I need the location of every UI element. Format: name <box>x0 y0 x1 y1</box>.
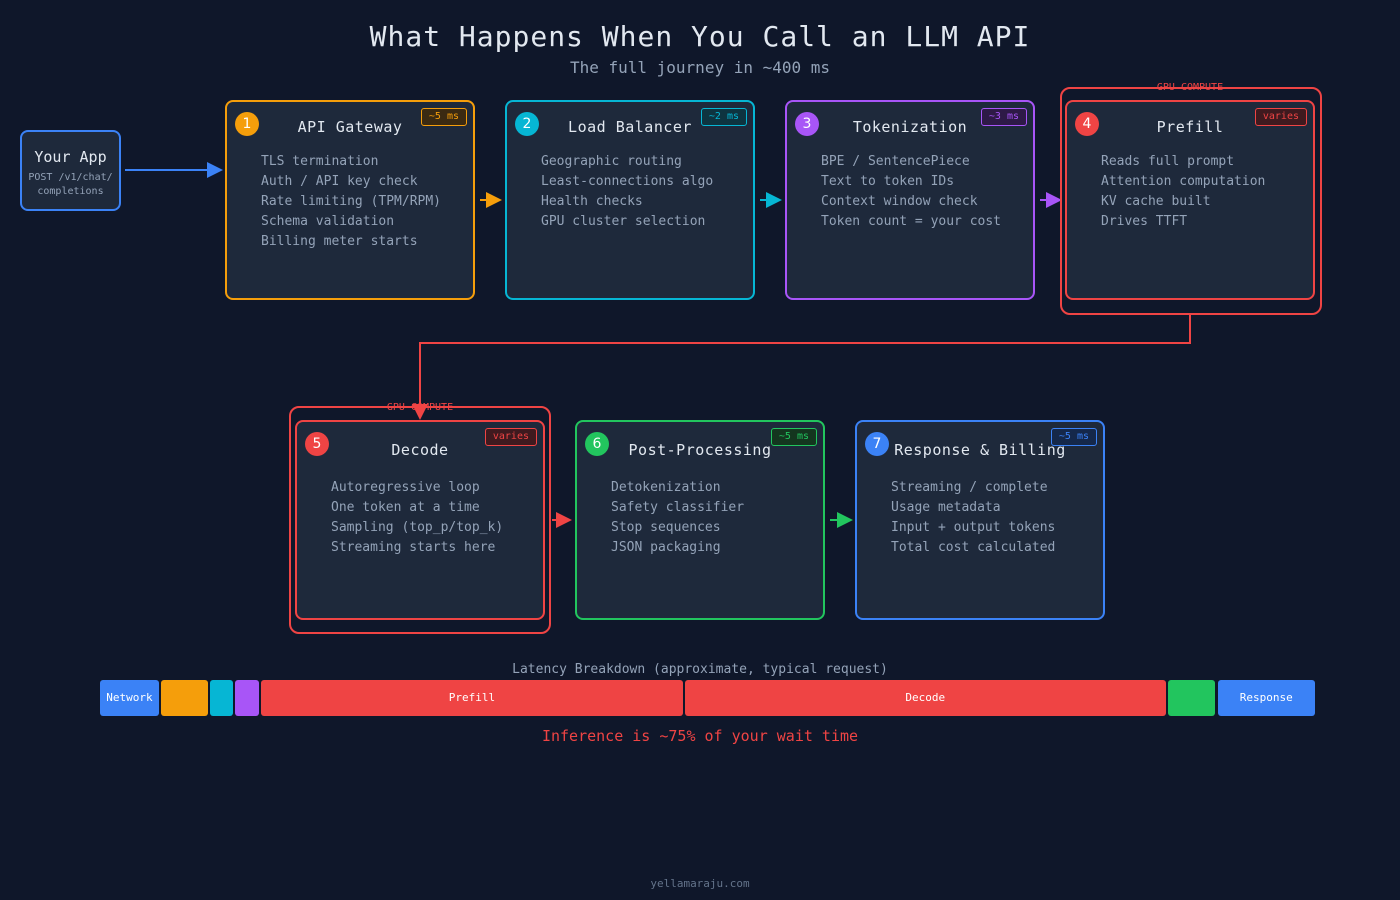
detail-line: Rate limiting (TPM/RPM) <box>261 194 442 209</box>
stage-card-response-billing: 7 Response & Billing ~5 ms Streaming / c… <box>855 420 1105 620</box>
stage-card-prefill: 4 Prefill varies Reads full prompt Atten… <box>1065 100 1315 300</box>
stage-details: Streaming / complete Usage metadata Inpu… <box>891 478 1055 558</box>
latency-segment <box>235 680 259 716</box>
stage-card-load-balancer: 2 Load Balancer ~2 ms Geographic routing… <box>505 100 755 300</box>
detail-line: Attention computation <box>1101 174 1266 189</box>
stage-number: 6 <box>585 432 609 456</box>
stage-details: BPE / SentencePiece Text to token IDs Co… <box>821 152 1001 232</box>
stage-number: 2 <box>515 112 539 136</box>
latency-badge: ~3 ms <box>980 108 1027 126</box>
detail-line: One token at a time <box>331 500 480 515</box>
detail-line: TLS termination <box>261 154 379 169</box>
stage-details: Autoregressive loop One token at a time … <box>331 478 503 558</box>
latency-segment: Network <box>100 680 159 716</box>
detail-line: GPU cluster selection <box>541 214 706 229</box>
stage-title: Decode <box>391 441 449 459</box>
stage-number: 7 <box>865 432 889 456</box>
stage-card-post-processing: 6 Post-Processing ~5 ms Detokenization S… <box>575 420 825 620</box>
latency-badge: ~2 ms <box>700 108 747 126</box>
your-app-endpoint-line2: completions <box>37 186 104 197</box>
latency-badge: ~5 ms <box>770 428 817 446</box>
your-app-endpoint-line1: POST /v1/chat/ <box>28 172 113 183</box>
latency-segment <box>160 680 208 716</box>
footer-credit: yellamaraju.com <box>650 877 750 890</box>
latency-segment <box>1167 680 1216 716</box>
stage-card-api-gateway: 1 API Gateway ~5 ms TLS termination Auth… <box>225 100 475 300</box>
detail-line: Billing meter starts <box>261 234 418 249</box>
latency-badge: varies <box>1254 108 1307 126</box>
latency-segment: Response <box>1217 680 1315 716</box>
stage-card-decode: 5 Decode varies Autoregressive loop One … <box>295 420 545 620</box>
stage-title: Post-Processing <box>628 441 772 459</box>
stage-number: 5 <box>305 432 329 456</box>
detail-line: Geographic routing <box>541 154 682 169</box>
your-app-node: Your App POST /v1/chat/ completions <box>20 130 121 211</box>
detail-line: Autoregressive loop <box>331 480 480 495</box>
gpu-compute-label-prefill: GPU COMPUTE <box>1156 82 1224 93</box>
detail-line: Schema validation <box>261 214 395 229</box>
stage-title: Prefill <box>1156 118 1224 136</box>
stage-number: 3 <box>795 112 819 136</box>
detail-line: Sampling (top_p/top_k) <box>331 520 504 535</box>
gpu-compute-label-decode: GPU COMPUTE <box>386 402 454 413</box>
stage-number: 4 <box>1075 112 1099 136</box>
detail-line: Safety classifier <box>611 500 745 515</box>
detail-line: Drives TTFT <box>1101 214 1188 229</box>
detail-line: Token count = your cost <box>821 214 1002 229</box>
arrow-prefill-to-decode <box>412 315 1191 420</box>
detail-line: KV cache built <box>1101 194 1211 209</box>
detail-line: Health checks <box>541 194 643 209</box>
latency-insight: Inference is ~75% of your wait time <box>541 727 859 745</box>
stage-card-tokenization: 3 Tokenization ~3 ms BPE / SentencePiece… <box>785 100 1035 300</box>
detail-line: Context window check <box>821 194 978 209</box>
stage-details: Reads full prompt Attention computation … <box>1101 152 1265 232</box>
latency-segment <box>209 680 234 716</box>
stage-details: Geographic routing Least-connections alg… <box>541 152 713 232</box>
stage-title: Response & Billing <box>894 441 1066 459</box>
your-app-title: Your App <box>34 148 107 166</box>
detail-line: Total cost calculated <box>891 540 1056 555</box>
detail-line: Text to token IDs <box>821 174 955 189</box>
latency-badge: ~5 ms <box>420 108 467 126</box>
stage-number: 1 <box>235 112 259 136</box>
latency-breakdown-title: Latency Breakdown (approximate, typical … <box>512 662 888 677</box>
stage-title: Tokenization <box>852 118 968 136</box>
detail-line: Stop sequences <box>611 520 721 535</box>
detail-line: Auth / API key check <box>261 174 418 189</box>
detail-line: Streaming / complete <box>891 480 1048 495</box>
detail-line: JSON packaging <box>611 540 721 555</box>
detail-line: Input + output tokens <box>891 520 1056 535</box>
detail-line: Streaming starts here <box>331 540 496 555</box>
stage-details: TLS termination Auth / API key check Rat… <box>261 152 441 252</box>
your-app-endpoint: POST /v1/chat/ completions <box>22 171 119 199</box>
gpu-compute-frame-prefill <box>1060 87 1322 315</box>
latency-badge: varies <box>484 428 537 446</box>
stage-title: API Gateway <box>297 118 403 136</box>
detail-line: BPE / SentencePiece <box>821 154 970 169</box>
page-title: What Happens When You Call an LLM API <box>369 20 1031 53</box>
stage-title: Load Balancer <box>568 118 692 136</box>
detail-line: Reads full prompt <box>1101 154 1235 169</box>
stage-details: Detokenization Safety classifier Stop se… <box>611 478 744 558</box>
latency-segment: Decode <box>684 680 1166 716</box>
gpu-compute-frame-decode <box>289 406 551 634</box>
detail-line: Detokenization <box>611 480 721 495</box>
detail-line: Least-connections algo <box>541 174 714 189</box>
page-subtitle: The full journey in ~400 ms <box>569 58 831 77</box>
detail-line: Usage metadata <box>891 500 1001 515</box>
latency-segment: Prefill <box>260 680 683 716</box>
latency-badge: ~5 ms <box>1050 428 1097 446</box>
